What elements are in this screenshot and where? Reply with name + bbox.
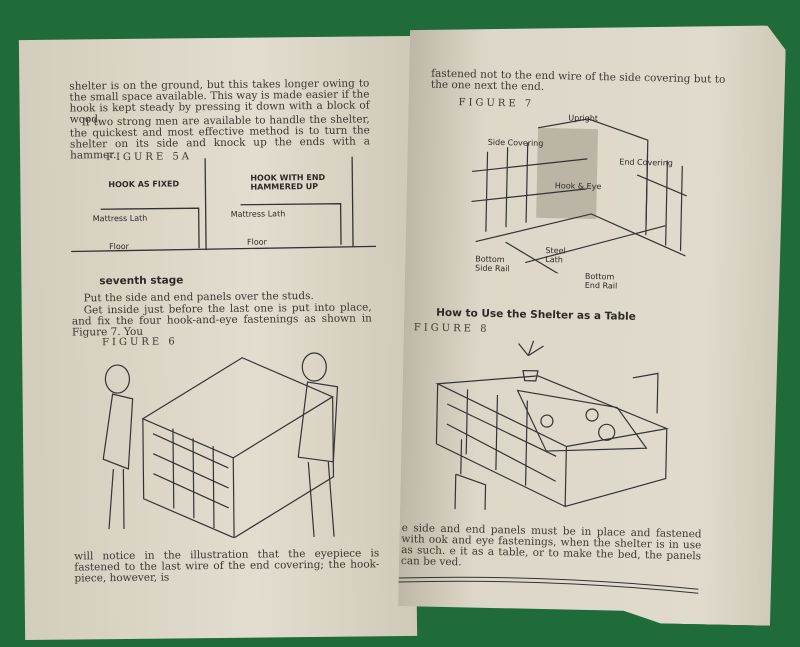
right-page: fastened not to the end wire of the side… [398,18,786,626]
section-heading: How to Use the Shelter as a Table [436,306,636,323]
fig-label: Hook & Eye [554,181,602,192]
left-page: shelter is on the ground, but this takes… [18,35,418,641]
fig-label: Bottom Side Rail [475,254,510,274]
fig-label: End Covering [619,157,673,168]
paragraph: e side and end panels must be in place a… [400,522,702,569]
divider-rule [398,573,698,599]
section-heading: seventh stage [99,274,184,288]
paragraph: will notice in the illustration that the… [74,547,380,585]
fig-label: Steel Lath [545,246,566,265]
figure-7-drawing [465,111,708,276]
paragraph: Get inside just before the last one is p… [71,301,372,339]
figure-8-drawing [415,333,699,519]
figure-7-caption: FIGURE 7 [458,97,535,110]
figure-5a-drawing [71,156,377,253]
paragraph: fastened not to the end wire of the side… [430,67,726,93]
figure-6-drawing [102,352,339,539]
fig-label: Upright [568,113,599,124]
fig-label: Bottom End Rail [584,271,618,291]
fig-label: Side Covering [487,137,544,148]
